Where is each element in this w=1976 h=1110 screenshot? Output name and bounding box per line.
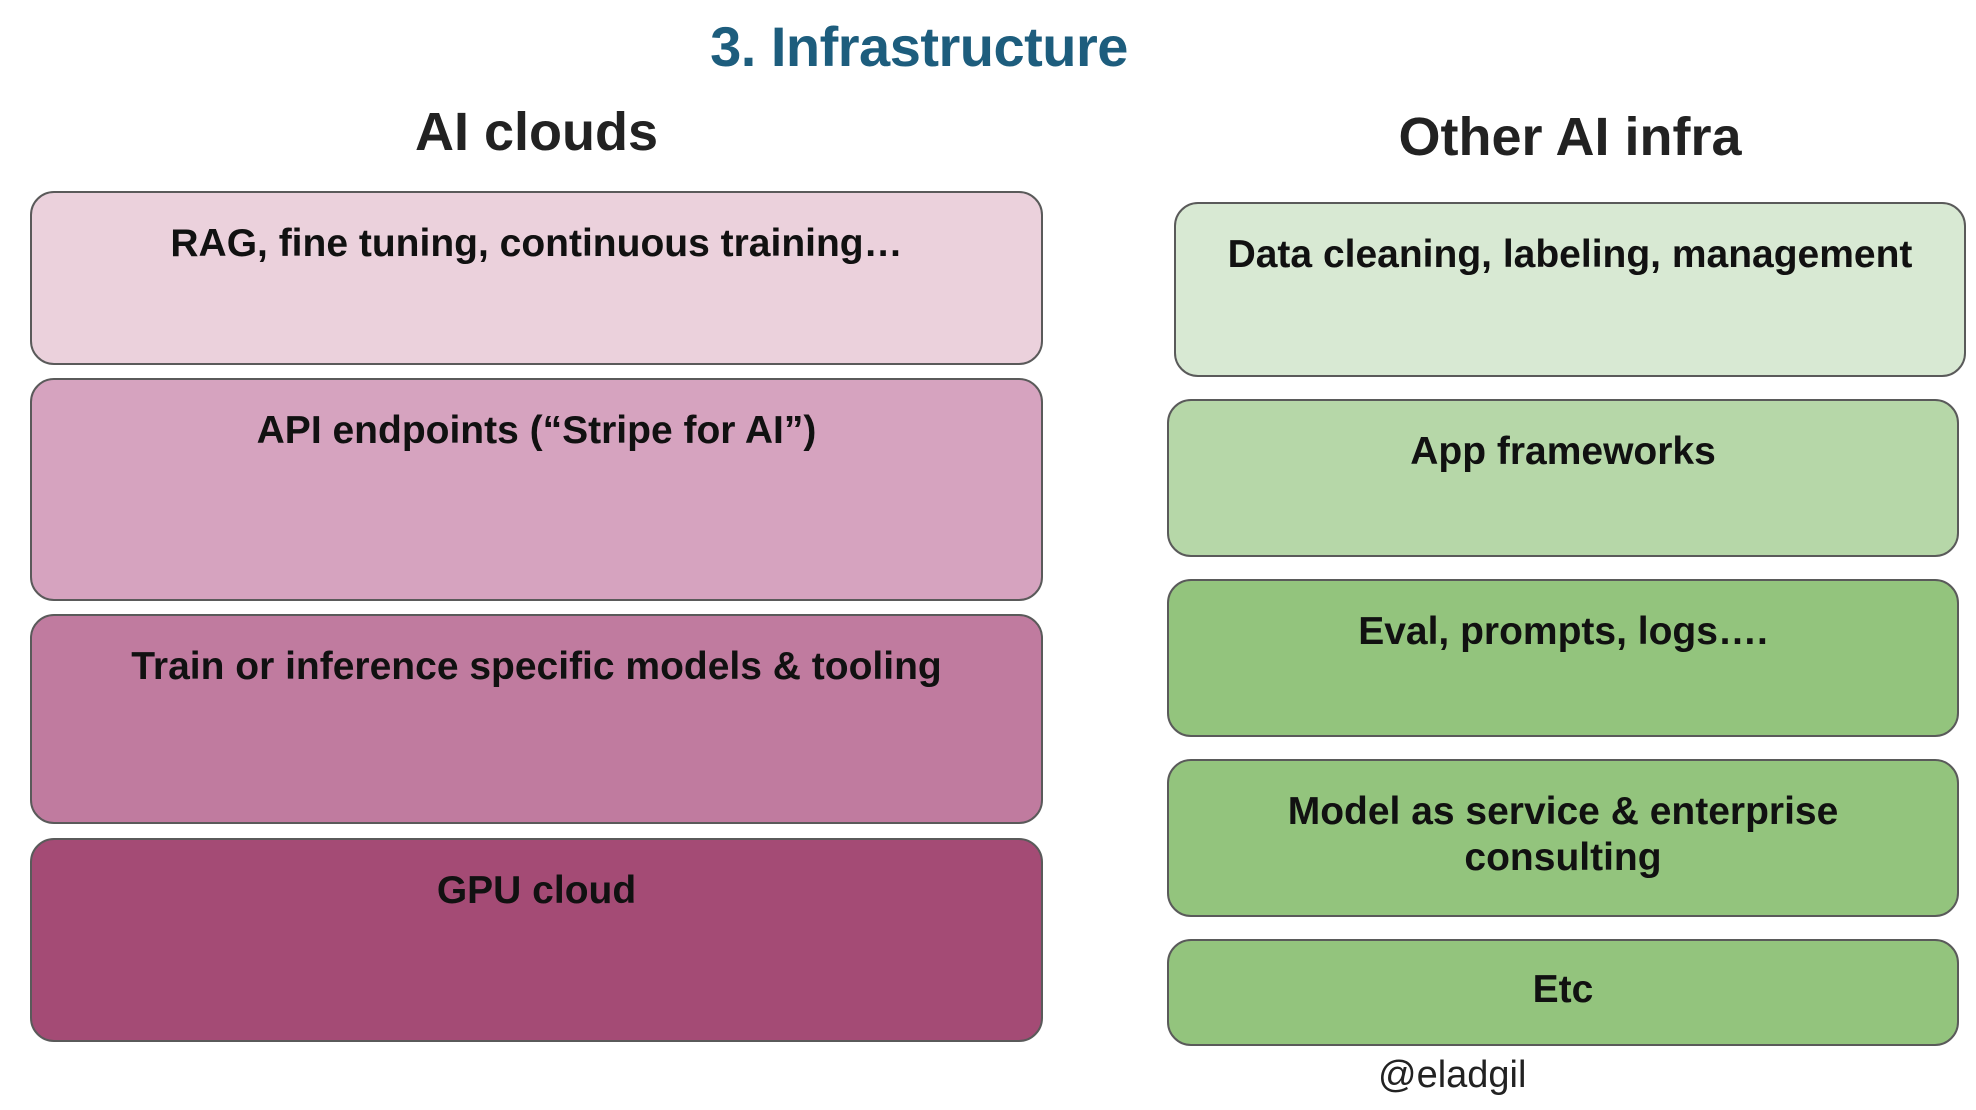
other-infra-layer-label: Etc (1532, 968, 1594, 1011)
other-infra-layer-label: App frameworks (1410, 430, 1716, 473)
other-infra-layer-label: Model as service & enterprise consulting (1287, 790, 1839, 879)
ai-clouds-layer-label: GPU cloud (436, 869, 637, 912)
other-infra-layer-app-frameworks: App frameworks (1167, 399, 1959, 557)
ai-clouds-layer-rag: RAG, fine tuning, continuous training… (30, 191, 1043, 365)
ai-clouds-layer-gpu-cloud: GPU cloud (30, 838, 1043, 1042)
ai-clouds-layer-label: Train or inference specific models & too… (131, 645, 942, 688)
ai-clouds-layer-label: API endpoints (“Stripe for AI”) (256, 409, 817, 452)
other-infra-layer-etc: Etc (1167, 939, 1959, 1046)
other-infra-layer-label: Data cleaning, labeling, management (1227, 233, 1913, 276)
ai-clouds-layer-train-inference: Train or inference specific models & too… (30, 614, 1043, 824)
ai-clouds-heading: AI clouds (414, 102, 659, 162)
slide-title: 3. Infrastructure (710, 15, 1128, 78)
other-infra-layer-eval-prompts: Eval, prompts, logs…. (1167, 579, 1959, 737)
other-infra-layer-model-as-service: Model as service & enterprise consulting (1167, 759, 1959, 917)
other-infra-layer-data-cleaning: Data cleaning, labeling, management (1174, 202, 1966, 377)
other-ai-infra-heading: Other AI infra (1398, 107, 1742, 167)
author-handle: @eladgil (1378, 1054, 1527, 1096)
other-infra-layer-label: Eval, prompts, logs…. (1358, 610, 1768, 653)
ai-clouds-layer-api-endpoints: API endpoints (“Stripe for AI”) (30, 378, 1043, 601)
ai-clouds-layer-label: RAG, fine tuning, continuous training… (170, 222, 903, 265)
